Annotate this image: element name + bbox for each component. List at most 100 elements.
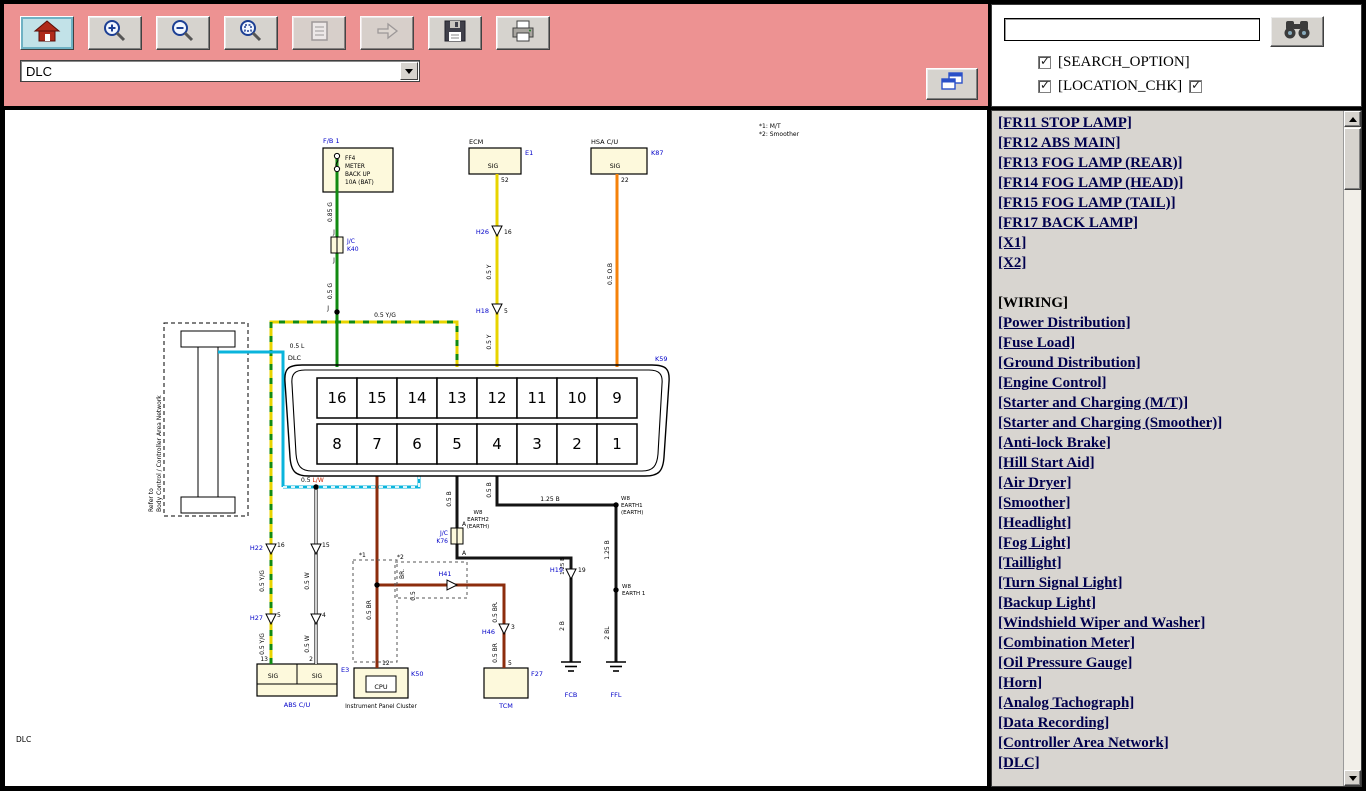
printer-icon <box>510 18 536 49</box>
component-ref: H27 <box>250 614 263 622</box>
sidebar-link[interactable]: [Fog Light] <box>994 533 1341 553</box>
sidebar-link[interactable]: [FR14 FOG LAMP (HEAD)] <box>994 173 1341 193</box>
open-window-button[interactable] <box>926 68 978 100</box>
sidebar-link[interactable]: [Windshield Wiper and Washer] <box>994 613 1341 633</box>
home-button[interactable] <box>20 16 74 50</box>
sidebar-link[interactable]: [Taillight] <box>994 553 1341 573</box>
sidebar-link[interactable]: [Oil Pressure Gauge] <box>994 653 1341 673</box>
sidebar-link[interactable]: [Backup Light] <box>994 593 1341 613</box>
pin-label: 1 <box>612 435 622 453</box>
zoom-area-button[interactable] <box>224 16 278 50</box>
sidebar-link[interactable]: [Turn Signal Light] <box>994 573 1341 593</box>
ecm-box <box>469 148 521 174</box>
triangle-down-icon <box>1349 776 1357 781</box>
pin-label: 2 <box>309 656 313 663</box>
location-chk-checkbox-2[interactable] <box>1189 80 1202 93</box>
zoom-in-button[interactable] <box>88 16 142 50</box>
save-floppy-icon <box>442 18 468 49</box>
search-button[interactable] <box>1270 16 1324 47</box>
pin-label: 5 <box>277 612 281 619</box>
sidebar-link[interactable]: [Smoother] <box>994 493 1341 513</box>
sidebar-link[interactable]: [FR17 BACK LAMP] <box>994 213 1341 233</box>
list-scrollbar[interactable] <box>1343 111 1361 786</box>
pin-label: 15 <box>322 542 330 549</box>
pin-label: 4 <box>492 435 502 453</box>
sidebar-link[interactable]: [Starter and Charging (M/T)] <box>994 393 1341 413</box>
pin-label: 16 <box>327 389 346 407</box>
search-input[interactable] <box>1004 18 1260 41</box>
dlc-connector <box>285 365 669 476</box>
component-label: SIG <box>268 673 279 680</box>
sidebar-link[interactable]: [Controller Area Network] <box>994 733 1341 753</box>
scroll-down-button[interactable] <box>1344 770 1361 786</box>
sidebar-link[interactable]: [FR11 STOP LAMP] <box>994 113 1341 133</box>
component-ref: H26 <box>476 228 489 236</box>
component-ref: H22 <box>250 544 263 552</box>
location-chk-label: [LOCATION_CHK] <box>1058 78 1182 95</box>
zoom-in-icon <box>102 18 128 49</box>
h27-chevron-b <box>311 614 321 624</box>
sidebar-link[interactable]: [Air Dryer] <box>994 473 1341 493</box>
fit-page-button[interactable] <box>292 16 346 50</box>
wire-label: 0.85 G <box>327 202 334 222</box>
sidebar-link[interactable]: [X2] <box>994 253 1341 273</box>
sidebar-link[interactable]: [DLC] <box>994 753 1341 773</box>
wire-label: 0.5 B <box>446 491 453 507</box>
wire-label: 0.5 Y <box>486 264 493 279</box>
sidebar-link[interactable]: [Headlight] <box>994 513 1341 533</box>
print-button[interactable] <box>496 16 550 50</box>
search-option-checkbox[interactable] <box>1038 56 1051 69</box>
sidebar-link[interactable]: [Fuse Load] <box>994 333 1341 353</box>
forward-button[interactable] <box>360 16 414 50</box>
component-ref: K87 <box>651 149 664 157</box>
earth-label: EARTH 1 <box>622 591 645 597</box>
component-ref: H18 <box>476 307 489 315</box>
wire-label: 0.5 W <box>304 572 311 589</box>
sidebar-link[interactable]: [FR13 FOG LAMP (REAR)] <box>994 153 1341 173</box>
sidebar-link[interactable]: [Horn] <box>994 673 1341 693</box>
component-label: HSA C/U <box>591 138 618 146</box>
fit-page-icon <box>306 18 332 49</box>
component-ref: K59 <box>655 355 668 363</box>
component-ref: E3 <box>341 666 349 674</box>
location-chk-checkbox[interactable] <box>1038 80 1051 93</box>
component-ref: K50 <box>411 670 424 678</box>
wire-label: J <box>332 257 335 264</box>
sidebar-link[interactable]: [Starter and Charging (Smoother)] <box>994 413 1341 433</box>
earth-label: (EARTH) <box>621 510 643 516</box>
sidebar-link[interactable]: [Hill Start Aid] <box>994 453 1341 473</box>
scroll-up-button[interactable] <box>1344 111 1361 127</box>
diagram-title: DLC <box>16 735 31 744</box>
sidebar-link[interactable]: [Ground Distribution] <box>994 353 1341 373</box>
pin-label: 5 <box>504 308 508 315</box>
pin-label: 11 <box>527 389 546 407</box>
save-button[interactable] <box>428 16 482 50</box>
sidebar-link[interactable]: [Anti-lock Brake] <box>994 433 1341 453</box>
sidebar-link[interactable]: [Power Distribution] <box>994 313 1341 333</box>
component-ref: J/C <box>346 238 355 245</box>
binoculars-icon <box>1282 17 1312 46</box>
combo-dropdown-button[interactable] <box>400 62 418 80</box>
sidebar-link[interactable]: [FR15 FOG LAMP (TAIL)] <box>994 193 1341 213</box>
sidebar-link[interactable]: [X1] <box>994 233 1341 253</box>
pin-label: 19 <box>578 567 586 574</box>
pin-label: 3 <box>532 435 542 453</box>
zoom-out-icon <box>170 18 196 49</box>
sidebar-link[interactable]: [Combination Meter] <box>994 633 1341 653</box>
zoom-out-button[interactable] <box>156 16 210 50</box>
variant-mark: *1 <box>359 552 366 559</box>
scrollbar-thumb[interactable] <box>1344 128 1361 190</box>
pin-label: 5 <box>452 435 462 453</box>
component-ref: F/B 1 <box>323 137 340 145</box>
wire-label: J <box>332 229 335 236</box>
sidebar-link[interactable]: [Analog Tachograph] <box>994 693 1341 713</box>
location-chk-row: [LOCATION_CHK] <box>1038 78 1361 95</box>
sidebar-link[interactable]: [FR12 ABS MAIN] <box>994 133 1341 153</box>
sidebar-blank <box>994 273 1341 293</box>
diagram-select[interactable]: DLC <box>20 60 420 82</box>
sidebar-link[interactable]: [Data Recording] <box>994 713 1341 733</box>
component-ref: J/C <box>439 530 448 537</box>
wire-label: 0.5 L <box>290 343 305 350</box>
sidebar-link[interactable]: [Engine Control] <box>994 373 1341 393</box>
dlc-pin-cells <box>317 378 637 464</box>
